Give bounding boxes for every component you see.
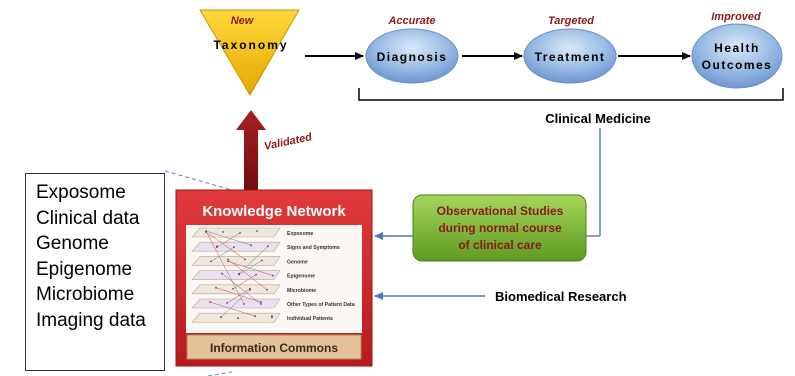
network-node [249,288,251,291]
network-node [266,288,268,291]
network-edge [216,232,241,248]
network-node [222,231,224,233]
network-edge [226,288,251,304]
knowledge-network-title: Knowledge Network [202,203,346,220]
network-edge [232,274,257,290]
network-layer-label: Signs and Symptoms [287,245,340,251]
network-node [271,316,273,319]
data-type-item: Genome [36,233,109,254]
network-layer-plane [191,270,281,280]
clinical-medicine-bracket [358,88,784,101]
health-outcomes-ellipse [691,23,783,89]
observational-line3: of clinical care [458,238,542,252]
network-layer-label: Microbiome [287,288,316,294]
observational-line1: Observational Studies [437,204,564,218]
diagnosis-adjective: Accurate [387,15,435,27]
treatment-adjective: Targeted [548,15,594,27]
network-node [239,232,241,234]
validated-label: Validated [263,131,313,153]
network-node [256,230,258,232]
network-node [261,259,263,262]
data-type-item: Imaging data [36,309,146,331]
information-commons-label: Information Commons [210,341,338,355]
data-type-item: Microbiome [36,284,135,305]
network-node [227,258,229,261]
network-edge [227,261,274,276]
network-edge [220,289,251,318]
validated-arrow [236,110,266,190]
taxonomy-adjective: New [231,15,255,27]
observational-line2: during normal course [438,221,562,235]
network-layer-label: Epigenome [287,274,315,280]
network-node [237,317,239,320]
network-node [244,258,246,261]
network-edge [215,287,262,303]
treatment-label: Treatment [535,50,606,64]
network-node [215,286,217,289]
network-node [255,273,257,276]
network-node [232,287,234,290]
network-edge [238,260,263,275]
network-node [272,274,274,277]
network-edge [205,231,246,260]
network-node [243,303,245,305]
network-node [221,272,223,275]
network-node [267,245,269,248]
data-types-list: Exposome Clinical data Genome Epigenome … [25,173,165,371]
network-edge [209,301,256,317]
network-edge [205,230,252,246]
network-node [205,231,207,233]
network-node [220,316,222,319]
network-node [250,244,252,247]
data-type-item: Exposome [36,182,126,203]
taxonomy-label: Taxonomy [213,38,288,52]
treatment-ellipse [523,28,617,84]
network-node [254,315,256,318]
network-layer-label: Other Types of Patient Data [287,302,355,308]
information-commons-bar [186,334,362,360]
network-edge [205,230,245,305]
diagnosis-ellipse [365,28,459,84]
network-layer-label: Individual Patients [287,316,333,322]
outcomes-adjective: Improved [711,11,761,23]
network-node [233,246,235,249]
network-layer-plane [191,312,281,323]
network-node [260,301,262,303]
network-layer-label: Exposome [287,231,313,237]
taxonomy-triangle [199,9,300,96]
network-node [238,273,240,276]
data-type-item: Epigenome [36,258,133,280]
observational-studies-box [412,194,587,262]
network-layer-label: Genome [287,259,308,265]
network-node [209,301,211,303]
network-layer-plane [191,241,281,252]
network-edge [210,246,235,262]
network-edge [221,273,262,305]
network-node [227,260,229,263]
network-layer-plane [191,227,281,238]
biomedical-research-label: Biomedical Research [495,289,627,304]
network-edge [238,246,269,274]
network-node [210,260,212,263]
outcomes-label-line2: Outcomes [702,58,773,72]
network-node [216,246,218,249]
outcomes-label-line1: Health [714,41,760,55]
data-type-item: Clinical data [36,207,140,229]
network-node [260,303,262,305]
callout-dash-top [164,170,233,191]
network-edge [227,259,268,290]
clinical-medicine-label: Clinical Medicine [545,111,650,126]
network-layer-plane [191,284,281,295]
diagnosis-label: Diagnosis [377,50,448,64]
callout-dash-bottom [207,371,233,376]
network-layer-plane [191,298,281,309]
network-node [226,302,228,304]
